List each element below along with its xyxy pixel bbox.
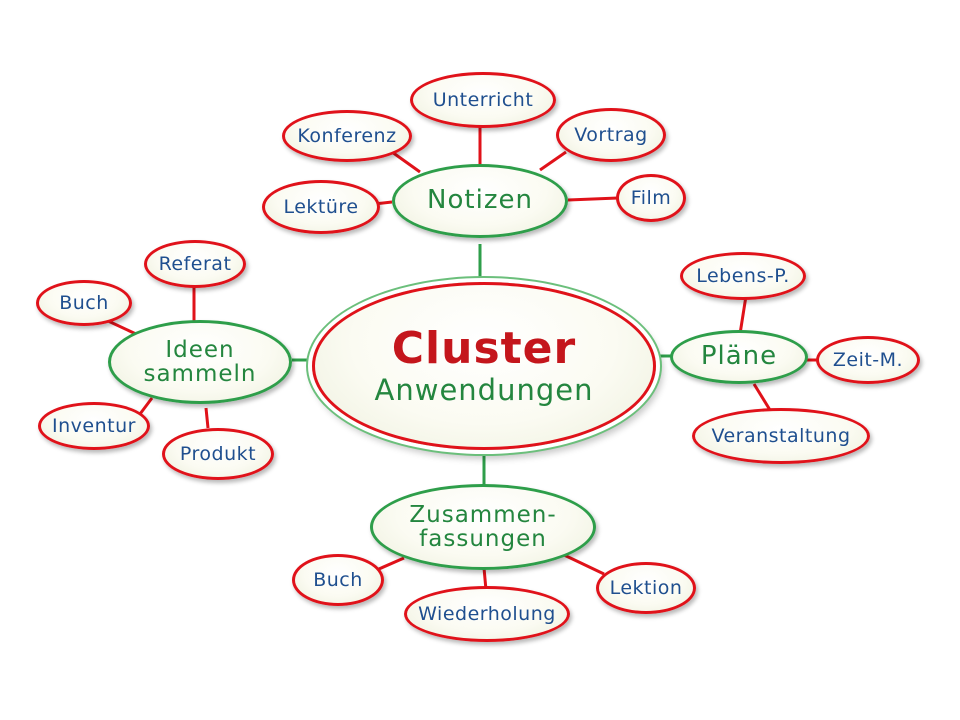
leaf-lebens-p: Lebens-P. [680, 252, 806, 300]
connector-ideen-inventur [138, 397, 154, 415]
leaf-buch-zusammen-label: Buch [313, 569, 363, 591]
connector-ideen-produkt [204, 407, 210, 429]
branch-plaene: Pläne [670, 330, 808, 384]
branch-zusammenfassungen: Zusammen- fassungen [370, 484, 596, 570]
leaf-vortrag: Vortrag [556, 108, 666, 162]
branch-ideen-sammeln: Ideen sammeln [108, 320, 292, 404]
branch-plaene-label: Pläne [700, 341, 778, 372]
leaf-lektuere: Lektüre [262, 180, 380, 234]
leaf-referat-label: Referat [158, 253, 232, 275]
leaf-veranstaltung: Veranstaltung [692, 408, 870, 464]
leaf-lektion: Lektion [596, 562, 696, 614]
connector-plaene-lebens [738, 295, 748, 335]
leaf-referat: Referat [144, 240, 246, 288]
leaf-unterricht-label: Unterricht [432, 89, 534, 111]
leaf-inventur: Inventur [38, 402, 150, 450]
center-title: Cluster [391, 322, 577, 374]
leaf-zeit-m: Zeit-M. [816, 336, 920, 384]
leaf-buch-zusammen: Buch [292, 554, 384, 606]
leaf-lebens-p-label: Lebens-P. [696, 265, 790, 287]
center-subtitle: Anwendungen [374, 373, 594, 408]
leaf-buch-ideen: Buch [36, 280, 132, 326]
connector-ideen-buch [105, 318, 137, 336]
leaf-zeit-m-label: Zeit-M. [832, 349, 904, 371]
leaf-lektuere-label: Lektüre [283, 196, 359, 218]
connector-notizen-vortrag [539, 150, 567, 172]
center-node: Cluster Anwendungen [312, 282, 656, 450]
connector-plaene-veranstaltung [752, 383, 772, 411]
connector-notizen-film [567, 196, 619, 202]
leaf-wiederholung-label: Wiederholung [418, 603, 556, 625]
leaf-inventur-label: Inventur [52, 415, 136, 437]
connector-zusammen-lektion [561, 552, 605, 576]
leaf-film-label: Film [630, 187, 672, 209]
leaf-unterricht: Unterricht [410, 72, 556, 128]
leaf-film: Film [616, 174, 686, 222]
leaf-buch-ideen-label: Buch [59, 292, 109, 314]
leaf-veranstaltung-label: Veranstaltung [711, 425, 851, 447]
leaf-vortrag-label: Vortrag [574, 124, 648, 146]
leaf-produkt: Produkt [162, 428, 274, 480]
leaf-produkt-label: Produkt [179, 443, 257, 465]
connector-notizen-konferenz [391, 150, 421, 174]
leaf-konferenz-label: Konferenz [297, 125, 397, 147]
leaf-wiederholung: Wiederholung [404, 586, 570, 642]
branch-notizen: Notizen [392, 164, 568, 238]
branch-ideen-label: Ideen sammeln [143, 336, 257, 387]
branch-notizen-label: Notizen [427, 185, 533, 216]
leaf-konferenz: Konferenz [282, 110, 412, 162]
leaf-lektion-label: Lektion [609, 577, 683, 599]
branch-zusammen-label: Zusammen- fassungen [409, 501, 557, 552]
